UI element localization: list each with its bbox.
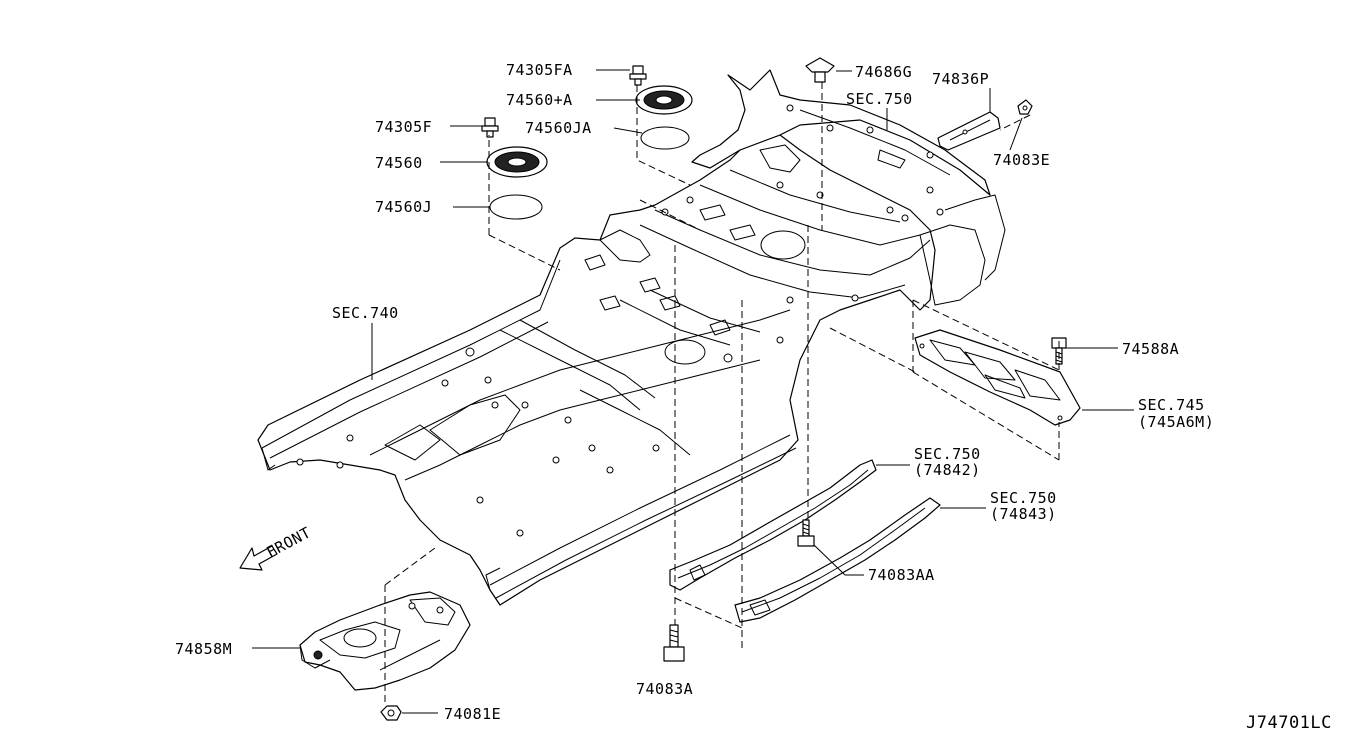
label-74083A: 74083A <box>636 680 693 698</box>
label-74083AA: 74083AA <box>868 566 935 584</box>
label-74560A: 74560+A <box>506 91 573 109</box>
label-74858M: 74858M <box>175 640 232 658</box>
label-74083E: 74083E <box>993 151 1050 169</box>
label-74842: (74842) <box>914 461 981 479</box>
arrow-left-down-icon <box>239 545 278 571</box>
bolt-74083A <box>663 624 685 662</box>
part-labels: 74305FA 74560+A 74305F 74560JA 74560 745… <box>175 61 1332 733</box>
diagram-code: J74701LC <box>1246 713 1332 733</box>
clip-74305FA <box>629 65 647 86</box>
label-74305FA: 74305FA <box>506 61 573 79</box>
label-sec750-low: SEC.750 <box>990 489 1057 507</box>
label-sec740: SEC.740 <box>332 304 399 322</box>
bolt-74083AA <box>797 519 815 547</box>
ring-74560J <box>489 194 543 220</box>
member-74843 <box>734 497 941 623</box>
label-sec745: SEC.745 <box>1138 396 1205 414</box>
label-sec750-mid: SEC.750 <box>914 445 981 463</box>
member-74842 <box>669 459 877 591</box>
clip-74305F <box>481 117 499 138</box>
floor-holes <box>296 104 944 537</box>
label-74081E: 74081E <box>444 705 501 723</box>
bracket-74836P <box>937 111 1001 151</box>
grommet-74560 <box>486 146 548 178</box>
label-74560: 74560 <box>375 154 423 172</box>
clip-74686G <box>805 57 835 83</box>
label-74560J: 74560J <box>375 198 432 216</box>
label-sec750-top: SEC.750 <box>846 90 913 108</box>
label-74843: (74843) <box>990 505 1057 523</box>
label-74588A: 74588A <box>1122 340 1179 358</box>
label-74560JA: 74560JA <box>525 119 592 137</box>
label-74836P: 74836P <box>932 70 989 88</box>
leader-lines <box>252 69 1134 714</box>
ring-74560JA <box>640 126 690 150</box>
label-74686G: 74686G <box>855 63 912 81</box>
label-front: FRONT <box>263 523 314 561</box>
label-745A6M: (745A6M) <box>1138 413 1214 431</box>
bolt-74083E <box>1017 99 1033 115</box>
sec745-panel <box>914 329 1081 426</box>
assembly-lines <box>384 82 1060 705</box>
label-74305F: 74305F <box>375 118 432 136</box>
nut-74081E <box>380 705 402 721</box>
grommet-74560A <box>635 85 693 115</box>
